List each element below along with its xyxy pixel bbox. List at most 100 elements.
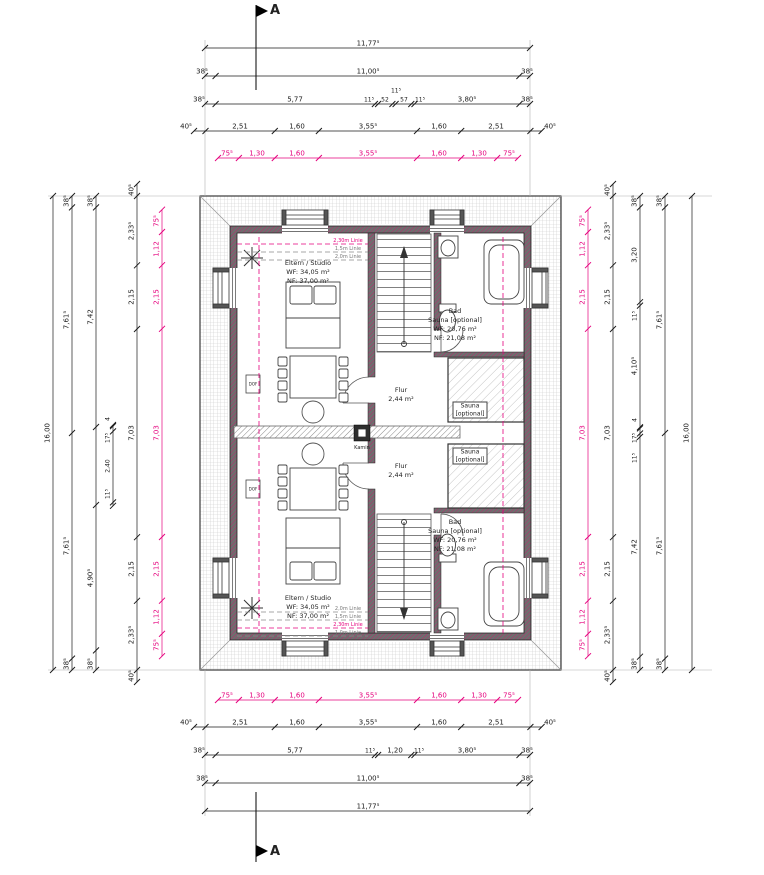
dimension-line <box>527 723 534 731</box>
dimension-line <box>201 72 209 80</box>
dimension-line <box>411 751 418 759</box>
dim-label: 38⁵ <box>87 195 95 207</box>
dimension-line <box>584 533 592 541</box>
dimension-line <box>109 428 117 435</box>
dimension-line <box>516 100 523 108</box>
dimension-line <box>212 100 219 108</box>
dimension-line <box>201 807 209 815</box>
dimension-line <box>457 723 465 731</box>
dimension-line <box>133 180 141 188</box>
dimension-line <box>271 696 279 704</box>
dimension-line <box>636 302 644 309</box>
dimension-line <box>636 433 644 441</box>
dim-label: 2,15 <box>579 561 587 577</box>
bath-fixtures-top <box>437 235 525 333</box>
dim-label: 1,60 <box>289 123 305 131</box>
dim-label: 11⁵ <box>364 97 375 104</box>
dimension-line <box>609 666 617 674</box>
dim-label: 1,30 <box>471 692 487 700</box>
dimension-line <box>133 533 141 541</box>
dimension-line <box>212 751 219 759</box>
dimension-line <box>133 597 141 605</box>
dimension-line <box>609 678 617 686</box>
dim-label: 11,00⁵ <box>357 775 380 783</box>
dimension-line <box>636 204 644 211</box>
dimension-line <box>133 666 141 674</box>
dimension-line <box>407 100 415 108</box>
dim-label: 17⁵ <box>632 432 639 443</box>
dimension-line <box>214 696 222 704</box>
dimension-line <box>413 127 421 135</box>
dimension-line <box>584 597 592 605</box>
dim-label: 3,55⁵ <box>359 150 378 158</box>
dim-label: 1,12 <box>579 241 587 257</box>
dim-label: 2,51 <box>488 123 504 131</box>
dimension-line <box>526 779 534 787</box>
dim-label: 38⁵ <box>193 747 205 755</box>
dim-label: 7,03 <box>153 425 161 441</box>
dimension-line <box>514 154 522 162</box>
dim-label: 1,60 <box>431 719 447 727</box>
dimension-line <box>109 499 117 506</box>
dimension-line <box>109 502 117 510</box>
dimension-line <box>315 723 323 731</box>
dimension-line <box>214 154 222 162</box>
dim-label: 11⁵ <box>105 488 112 499</box>
dim-label: 11,77⁵ <box>357 803 380 811</box>
dim-label: 75⁵ <box>153 215 161 227</box>
dim-label: 11⁵ <box>365 748 376 755</box>
dimension-line <box>609 180 617 188</box>
dim-label: 38⁵ <box>196 775 208 783</box>
dimension-line <box>413 723 421 731</box>
dimension-line <box>688 192 696 200</box>
dim-label: 3,20 <box>631 247 639 263</box>
dimension-line <box>68 192 76 200</box>
dimension-line <box>538 127 545 135</box>
dim-label: 2,33⁵ <box>604 222 612 241</box>
dim-label: 75⁵ <box>221 692 233 700</box>
dimension-line <box>158 597 166 605</box>
window-openings <box>229 225 532 641</box>
dimension-line <box>133 678 141 686</box>
dim-label: 75⁵ <box>579 639 587 651</box>
dim-label: 75⁵ <box>579 215 587 227</box>
dim-label: 17⁵ <box>105 432 112 443</box>
section-flag-bottom-icon <box>256 845 268 857</box>
dimension-line <box>636 192 644 200</box>
dim-label: 1,30 <box>249 150 265 158</box>
dim-label: 40⁵ <box>604 184 612 196</box>
dimension-line <box>413 154 421 162</box>
dimension-line <box>584 325 592 333</box>
dimension-line <box>636 423 644 431</box>
dimension-line <box>661 655 669 662</box>
dimension-line <box>516 751 523 759</box>
dimension-line <box>201 100 209 108</box>
dof-boxes <box>245 374 261 499</box>
dimension-line <box>493 696 501 704</box>
dimension-line <box>526 44 534 52</box>
dim-label: 3,55⁵ <box>359 123 378 131</box>
dim-label: 2,15 <box>128 289 136 305</box>
dimension-line <box>201 779 209 787</box>
dim-label: 11⁵ <box>415 97 426 104</box>
bedroom-furniture-bottom <box>277 442 349 585</box>
dim-label: 2,33⁵ <box>128 626 136 645</box>
dim-label: 2,51 <box>488 719 504 727</box>
dimension-line <box>235 154 243 162</box>
bedroom-furniture-top <box>277 281 349 424</box>
dim-label: 16,00 <box>683 423 691 443</box>
dimension-line <box>374 100 382 108</box>
dim-label: 11,77⁵ <box>357 40 380 48</box>
dim-label: 57 <box>400 97 408 104</box>
dim-label: 40⁵ <box>128 184 136 196</box>
dimension-line <box>190 723 198 731</box>
dim-label: 7,61⁵ <box>656 537 664 556</box>
dim-label: 7,03 <box>128 425 136 441</box>
dim-label: 38⁵ <box>656 658 664 670</box>
dim-label: 38⁵ <box>631 195 639 207</box>
dimension-line <box>636 298 644 306</box>
dim-label: 7,03 <box>579 425 587 441</box>
dimension-line <box>201 44 209 52</box>
